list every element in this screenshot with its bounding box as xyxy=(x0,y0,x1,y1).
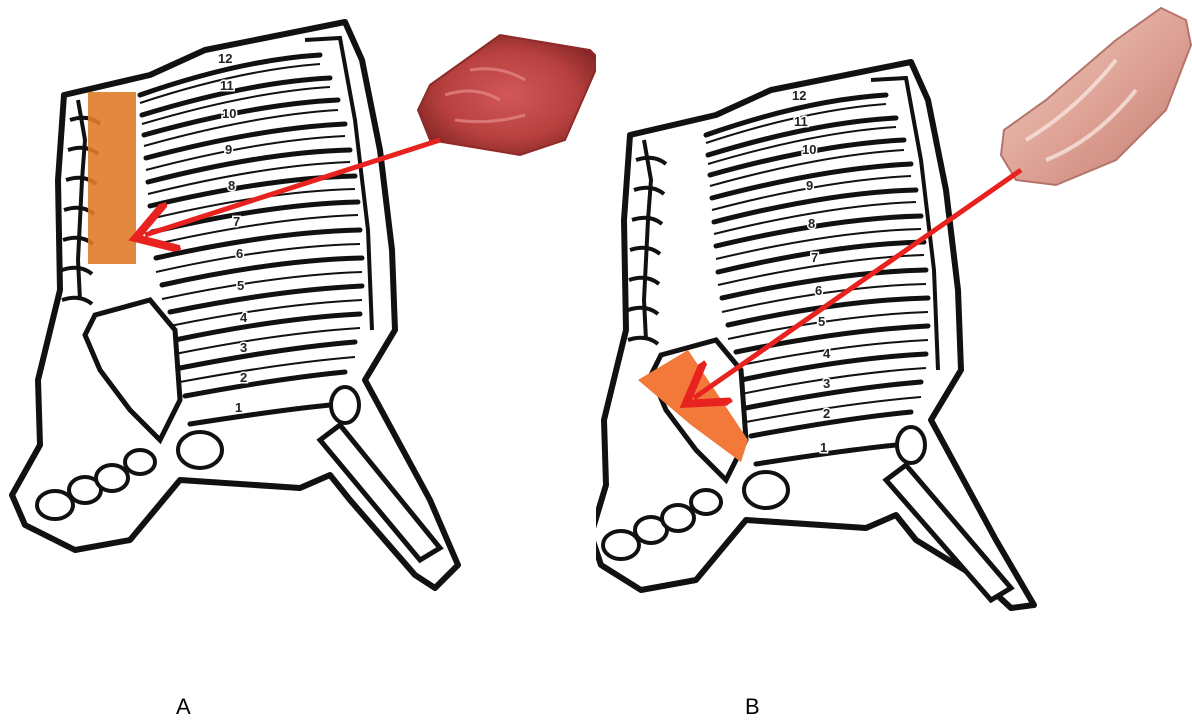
rib-number: 5 xyxy=(818,314,825,329)
rib-number: 4 xyxy=(823,346,831,361)
rib-number: 7 xyxy=(811,250,818,265)
rib-number: 2 xyxy=(240,370,247,385)
meat-cut-image-b xyxy=(1001,8,1191,185)
rib-number: 8 xyxy=(228,178,235,193)
panel-label-b: B xyxy=(745,694,760,720)
meat-cut-image-a xyxy=(418,35,596,155)
rib-number: 7 xyxy=(233,214,240,229)
rib-number: 10 xyxy=(802,142,816,157)
rib-number: 1 xyxy=(235,400,242,415)
rib-number: 10 xyxy=(222,106,236,121)
rib-number: 6 xyxy=(815,283,822,298)
panel-label-a: A xyxy=(176,694,191,720)
rib-number: 1 xyxy=(820,440,827,455)
rib-number: 11 xyxy=(794,114,808,129)
rib-number: 11 xyxy=(220,78,234,93)
highlight-region-a xyxy=(88,92,136,264)
carcass-diagram-a: 12 11 10 9 8 7 6 5 4 3 2 1 xyxy=(0,0,596,718)
rib-number: 12 xyxy=(792,88,806,103)
rib-number: 8 xyxy=(808,216,815,231)
rib-number: 3 xyxy=(240,340,247,355)
rib-number: 3 xyxy=(823,376,830,391)
rib-number: 2 xyxy=(823,406,830,421)
rib-number: 5 xyxy=(237,278,244,293)
rib-number: 9 xyxy=(225,142,232,157)
panel-b: 12 11 10 9 8 7 6 5 4 3 2 1 B xyxy=(596,0,1192,718)
panel-a: 12 11 10 9 8 7 6 5 4 3 2 1 A xyxy=(0,0,596,718)
rib-number: 9 xyxy=(806,178,813,193)
carcass-diagram-b: 12 11 10 9 8 7 6 5 4 3 2 1 xyxy=(596,0,1192,718)
rib-number: 12 xyxy=(218,51,232,66)
rib-number: 4 xyxy=(240,310,248,325)
rib-number: 6 xyxy=(236,246,243,261)
